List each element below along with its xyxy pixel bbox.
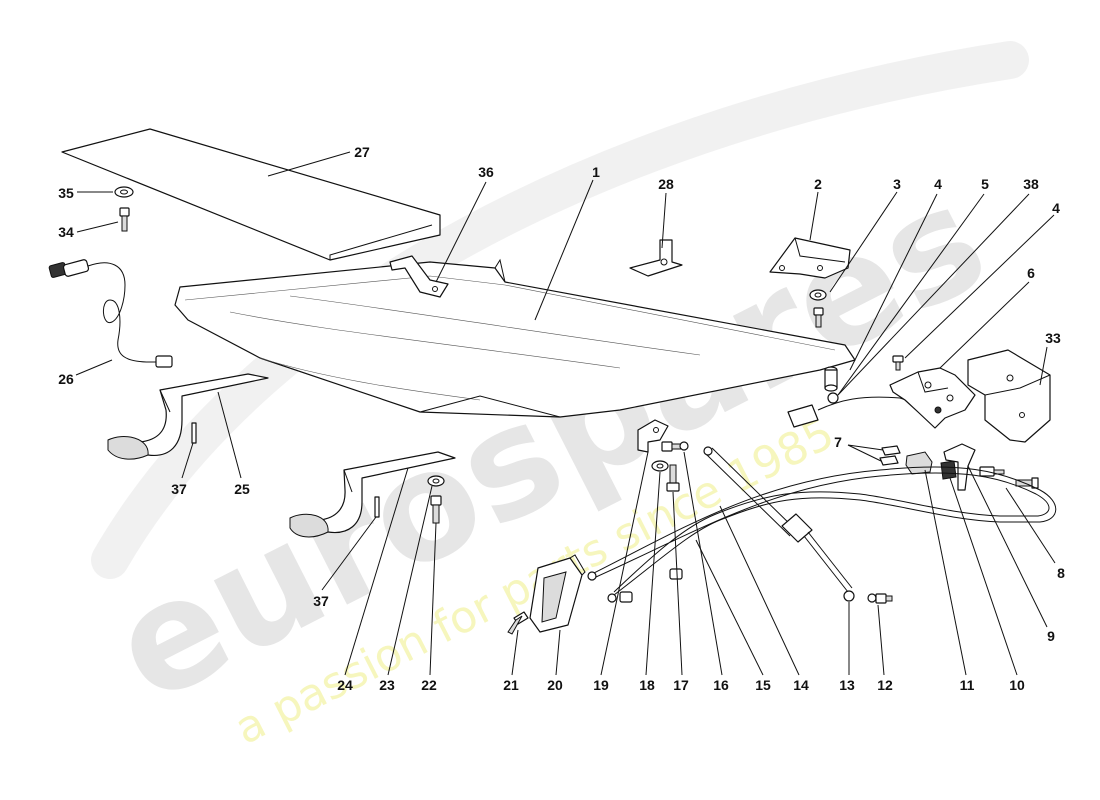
part-1-engine-lid — [174, 258, 856, 418]
callout-19: 19 — [593, 677, 609, 693]
callout-38: 38 — [1023, 176, 1039, 192]
part-18-washer — [651, 460, 669, 472]
callout-9: 9 — [1047, 628, 1055, 644]
callout-4-right: 4 — [1052, 200, 1060, 216]
watermark-swoosh — [91, 41, 1029, 579]
callout-1: 1 — [592, 164, 600, 180]
callout-16: 16 — [713, 677, 729, 693]
callout-22: 22 — [421, 677, 437, 693]
part-37-pin-lower — [374, 496, 380, 518]
callout-20: 20 — [547, 677, 563, 693]
callout-23: 23 — [379, 677, 395, 693]
callout-28: 28 — [658, 176, 674, 192]
part-35-washer — [114, 186, 134, 198]
callout-37-upper: 37 — [171, 481, 187, 497]
part-17-bolt — [666, 464, 680, 492]
callout-35: 35 — [58, 185, 74, 201]
part-16-ball-stud — [661, 441, 689, 452]
callout-11: 11 — [960, 677, 975, 693]
part-33-support — [967, 349, 1051, 443]
callout-7: 7 — [834, 434, 842, 450]
callout-37-lower: 37 — [313, 593, 329, 609]
part-7-clip-b — [879, 455, 899, 466]
part-10-spring — [940, 460, 957, 480]
part-28-bracket — [629, 239, 683, 277]
part-36-bracket — [389, 255, 449, 298]
callout-4-top: 4 — [934, 176, 942, 192]
callout-21: 21 — [503, 677, 519, 693]
part-34-screw — [119, 207, 130, 232]
part-37-pin-upper — [191, 422, 197, 444]
callout-15: 15 — [755, 677, 771, 693]
part-3-screw — [813, 307, 824, 328]
callout-18: 18 — [639, 677, 655, 693]
callout-25: 25 — [234, 481, 250, 497]
callout-6: 6 — [1027, 265, 1035, 281]
part-38-ring — [827, 392, 839, 404]
part-3-washer — [809, 289, 827, 301]
part-23-washer — [427, 475, 445, 487]
callout-14: 14 — [793, 677, 809, 693]
part-21-screw — [507, 611, 529, 635]
part-5-pin — [824, 366, 838, 392]
callout-26: 26 — [58, 371, 74, 387]
callout-5: 5 — [981, 176, 989, 192]
part-19-bracket — [637, 419, 669, 453]
callouts: 1 2 3 4 5 38 4 6 33 7 8 9 10 11 12 13 14… — [58, 144, 1065, 693]
callout-3: 3 — [893, 176, 901, 192]
part-2-plate — [769, 237, 851, 279]
callout-12: 12 — [877, 677, 893, 693]
callout-24: 24 — [337, 677, 353, 693]
part-26-cable — [48, 259, 173, 368]
callout-36: 36 — [478, 164, 494, 180]
part-11-block — [905, 451, 933, 475]
part-12-ball-stud — [867, 593, 893, 604]
watermark-brand: eurospares — [87, 151, 1011, 737]
callout-17: 17 — [673, 677, 689, 693]
part-15-cables — [587, 466, 1057, 603]
callout-34: 34 — [58, 224, 74, 240]
part-24-bracket — [289, 451, 456, 538]
part-7-clip-a — [881, 445, 901, 456]
callout-27: 27 — [354, 144, 370, 160]
callout-13: 13 — [839, 677, 855, 693]
part-6-latch — [889, 367, 976, 429]
callout-8: 8 — [1057, 565, 1065, 581]
part-4-switch — [787, 396, 913, 428]
part-9-lever — [943, 443, 976, 491]
part-27-panel — [61, 128, 441, 261]
part-22-bolt — [430, 495, 442, 524]
part-14-gas-strut — [703, 446, 855, 602]
callout-2: 2 — [814, 176, 822, 192]
part-25-bracket — [107, 373, 269, 460]
part-20-handle — [529, 554, 586, 633]
part-4-screw — [892, 355, 904, 371]
callout-10: 10 — [1009, 677, 1025, 693]
leader-lines — [75, 151, 1056, 676]
callout-33: 33 — [1045, 330, 1061, 346]
